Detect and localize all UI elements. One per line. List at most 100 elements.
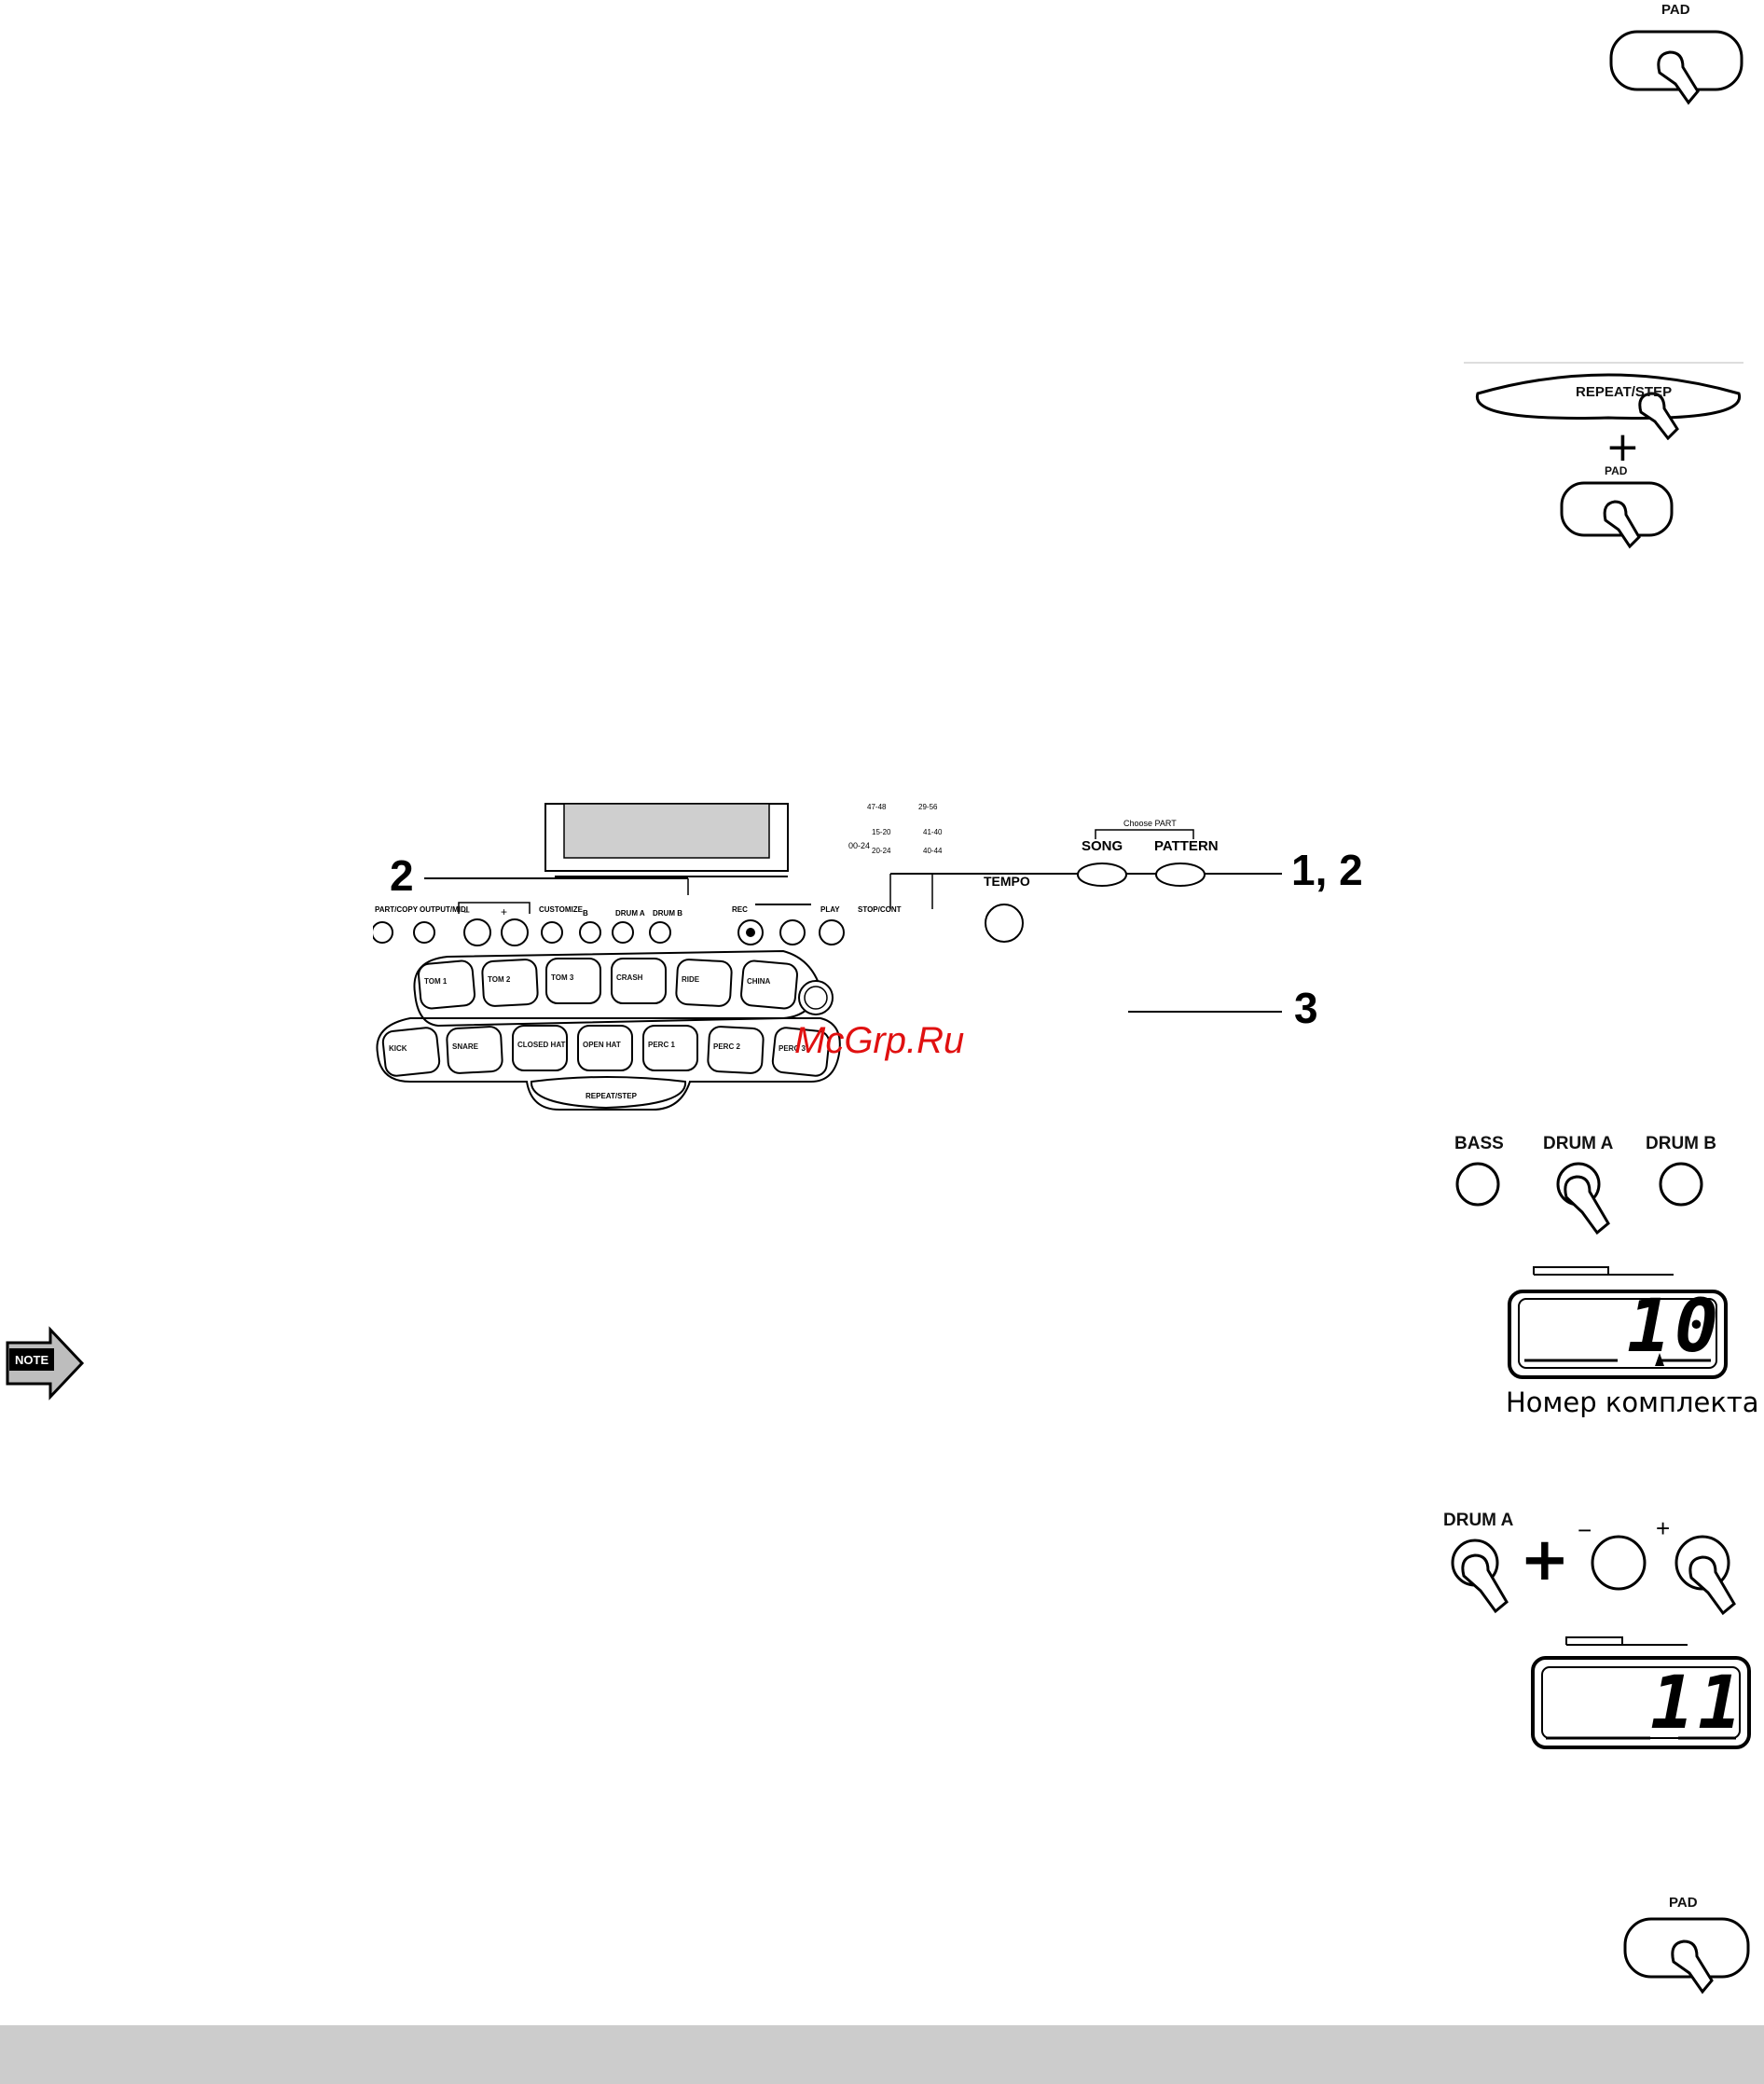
pad-tom2 <box>481 959 539 1007</box>
drum-b-button <box>649 921 671 944</box>
pad-ride <box>675 959 733 1007</box>
lcd-display-2 <box>1531 1636 1751 1749</box>
callout-3: 3 <box>1294 984 1318 1032</box>
repeat-step-label: REPEAT/STEP <box>1576 384 1673 400</box>
lcd2-digits: 11 <box>1650 1662 1745 1746</box>
svg-text:15-20: 15-20 <box>872 828 891 836</box>
pad-open-hat <box>577 1025 633 1071</box>
stop-cont-button <box>819 919 845 945</box>
svg-text:REPEAT/STEP: REPEAT/STEP <box>586 1092 638 1100</box>
pad-label: PERC 3 <box>779 1044 806 1053</box>
plus-sign: + <box>1606 423 1640 471</box>
lcd-display-1 <box>1508 1266 1728 1379</box>
part-buttons[interactable] <box>1450 1158 1730 1242</box>
finger-press-icon <box>1638 392 1679 440</box>
customize-button <box>541 921 563 944</box>
pad-closed-hat <box>512 1025 568 1071</box>
arrow-up-icon <box>1655 1353 1664 1366</box>
callout-1-2: 1, 2 <box>1291 846 1363 894</box>
note-arrow-icon <box>6 1326 85 1401</box>
pad-label: CHINA <box>747 977 771 986</box>
watermark: McGrp.Ru <box>794 1020 965 1061</box>
pad-label: OPEN HAT <box>583 1041 621 1049</box>
drum-b-label: DRUM B <box>1646 1134 1716 1153</box>
pad-label: RIDE <box>682 975 700 984</box>
svg-text:B: B <box>583 909 588 918</box>
pad-perc1 <box>642 1025 698 1071</box>
pad-label: TOM 2 <box>488 975 511 984</box>
part-copy-button <box>373 921 393 944</box>
finger-press-icon <box>1461 1553 1509 1614</box>
finger-press-icon <box>1688 1555 1736 1616</box>
combo-plus-label: + <box>1656 1514 1671 1542</box>
drum-b-button <box>1659 1162 1703 1207</box>
svg-text:DRUM B: DRUM B <box>653 909 682 918</box>
svg-text:47-48: 47-48 <box>867 803 887 811</box>
note-icon-label: NOTE <box>15 1353 49 1367</box>
pad-perc2 <box>707 1026 765 1074</box>
svg-text:PART/COPY: PART/COPY <box>375 905 419 914</box>
pad-button-top[interactable] <box>1608 26 1748 115</box>
repeat-step-button[interactable] <box>1468 366 1757 440</box>
svg-text:00-24: 00-24 <box>848 841 870 850</box>
pad-label-top: PAD <box>1661 2 1690 18</box>
pads-top-row <box>418 958 798 1010</box>
svg-text:OUTPUT/MIDI: OUTPUT/MIDI <box>420 905 468 914</box>
device-panel-illustration: 00-24 47-48 29-56 15-20 41-40 20-24 40-4… <box>373 803 1282 1111</box>
lcd1-caption: Номер комплекта <box>1506 1387 1759 1418</box>
pad-label: SNARE <box>452 1042 479 1051</box>
minus-button <box>1591 1535 1647 1591</box>
drum-a-plus-combo[interactable] <box>1445 1529 1743 1632</box>
pad-tom1 <box>418 959 475 1010</box>
pad-label: TOM 1 <box>424 977 448 986</box>
footer-band <box>0 2025 1764 2084</box>
plus-button <box>501 918 529 946</box>
pad-kick <box>381 1027 441 1077</box>
svg-text:DRUM A: DRUM A <box>615 909 645 918</box>
minus-button <box>463 918 491 946</box>
pad-label: PERC 1 <box>648 1041 675 1049</box>
finger-press-icon <box>1671 1939 1714 1994</box>
combo-drum-a-label: DRUM A <box>1443 1511 1514 1530</box>
combo-joiner-plus: + <box>1520 1525 1570 1594</box>
pad-label-bottom: PAD <box>1669 1895 1698 1911</box>
combo-minus-label: − <box>1578 1516 1592 1544</box>
drum-a-label: DRUM A <box>1543 1134 1614 1153</box>
svg-text:41-40: 41-40 <box>923 828 943 836</box>
pad-button-bottom[interactable] <box>1622 1913 1757 2005</box>
finger-press-icon <box>1603 500 1641 549</box>
play-button <box>779 919 806 945</box>
pattern-button <box>1155 863 1206 887</box>
pad-perc3 <box>771 1027 831 1077</box>
bass-label: BASS <box>1454 1134 1504 1153</box>
repeat-step-bar <box>530 1076 687 1110</box>
finger-press-icon <box>1657 50 1700 105</box>
pad-snare <box>446 1026 503 1074</box>
pad-button-middle[interactable] <box>1559 477 1680 561</box>
pad-label: CLOSED HAT <box>517 1041 566 1049</box>
pad-label: CRASH <box>616 973 643 982</box>
pad-label-middle: PAD <box>1605 464 1628 477</box>
pad-china <box>740 959 798 1010</box>
bass-button <box>1455 1162 1500 1207</box>
svg-text:REC: REC <box>732 905 748 914</box>
svg-text:STOP/CONT: STOP/CONT <box>858 905 902 914</box>
svg-text:40-44: 40-44 <box>923 847 943 855</box>
pads-bottom-row <box>381 1025 831 1077</box>
pad-crash <box>611 958 667 1004</box>
svg-text:20-24: 20-24 <box>872 847 891 855</box>
pad-top-labels: TOM 1 TOM 2 TOM 3 CRASH RIDE CHINA <box>424 970 844 1016</box>
finger-press-icon <box>1564 1175 1610 1235</box>
pad-label: KICK <box>389 1044 407 1053</box>
svg-text:Choose PART: Choose PART <box>1123 819 1177 828</box>
svg-text:CUSTOMIZE: CUSTOMIZE <box>539 905 584 914</box>
bass-button <box>579 921 601 944</box>
callout-2: 2 <box>390 851 414 900</box>
svg-text:PLAY: PLAY <box>820 905 840 914</box>
song-label: SONG <box>1082 838 1123 854</box>
output-midi-button <box>413 921 435 944</box>
svg-text:29-56: 29-56 <box>918 803 938 811</box>
pad-tom3 <box>545 958 601 1004</box>
drum-a-button <box>612 921 634 944</box>
song-button <box>1077 863 1127 887</box>
